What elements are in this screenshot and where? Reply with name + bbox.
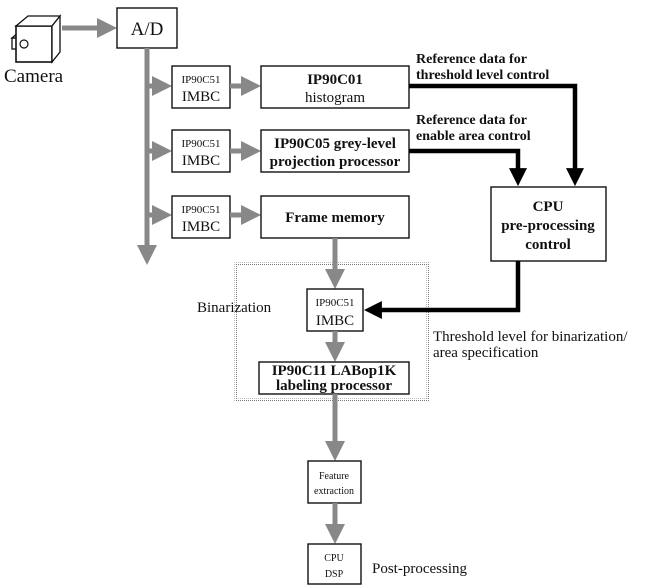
imbc-bin-line1: IP90C51 bbox=[315, 297, 354, 309]
post-processing-label: Post-processing bbox=[372, 561, 467, 577]
frame-memory-box bbox=[260, 195, 410, 239]
ref-threshold-line2: threshold level control bbox=[416, 68, 549, 83]
imbc-1-line1: IP90C51 bbox=[181, 74, 220, 86]
cpu-dsp-box bbox=[307, 543, 362, 585]
ad-label: A/D bbox=[131, 19, 164, 40]
ref-enable-line1: Reference data for bbox=[416, 113, 527, 128]
binarization-label: Binarization bbox=[197, 300, 272, 316]
feature-line1: Feature bbox=[319, 471, 350, 482]
cpu-to-imbc-threshold-arrow bbox=[363, 261, 521, 319]
labop-box bbox=[258, 361, 410, 395]
cpu-post-line1: CPU bbox=[324, 553, 344, 564]
histogram-line1: IP90C01 bbox=[307, 72, 363, 88]
threshold-line2: area specification bbox=[433, 345, 539, 361]
ref-enable-line2: enable area control bbox=[416, 129, 531, 144]
threshold-line1: Threshold level for binarization/ bbox=[433, 329, 628, 345]
camera-icon bbox=[10, 14, 62, 64]
camera-label: Camera bbox=[4, 66, 64, 87]
cpu-pre-line3: control bbox=[525, 237, 571, 253]
imbc-2-line1: IP90C51 bbox=[181, 138, 220, 150]
imbc-bin-line2: IMBC bbox=[316, 313, 354, 329]
ad-converter-box bbox=[116, 7, 178, 49]
ref-threshold-line1: Reference data for bbox=[416, 52, 527, 67]
binarization-frame bbox=[234, 262, 430, 402]
frame-memory-label: Frame memory bbox=[285, 210, 385, 226]
cpu-pre-line1: CPU bbox=[533, 199, 564, 215]
feature-line2: extraction bbox=[314, 486, 354, 497]
cpu-preprocessing-box bbox=[490, 186, 607, 262]
imbc-3-line1: IP90C51 bbox=[181, 204, 220, 216]
histogram-to-cpu-arrow bbox=[409, 83, 584, 187]
histogram-box bbox=[260, 65, 410, 109]
labop-line1: IP90C11 LABop1K bbox=[272, 363, 397, 379]
projection-line2: projection processor bbox=[270, 154, 401, 170]
feature-extraction-box bbox=[307, 460, 362, 504]
projection-line1: IP90C05 grey-level bbox=[274, 136, 396, 152]
projection-to-cpu-arrow bbox=[409, 148, 527, 187]
projection-box bbox=[260, 129, 410, 173]
histogram-line2: histogram bbox=[305, 90, 365, 106]
imbc-binarization-box bbox=[306, 288, 364, 332]
imbc-1-line2: IMBC bbox=[182, 89, 220, 105]
cpu-pre-line2: pre-processing bbox=[501, 218, 595, 234]
imbc-2-line2: IMBC bbox=[182, 153, 220, 169]
imbc-3-line2: IMBC bbox=[182, 219, 220, 235]
labop-line2: labeling processor bbox=[276, 378, 392, 394]
cpu-post-line2: DSP bbox=[325, 569, 344, 580]
